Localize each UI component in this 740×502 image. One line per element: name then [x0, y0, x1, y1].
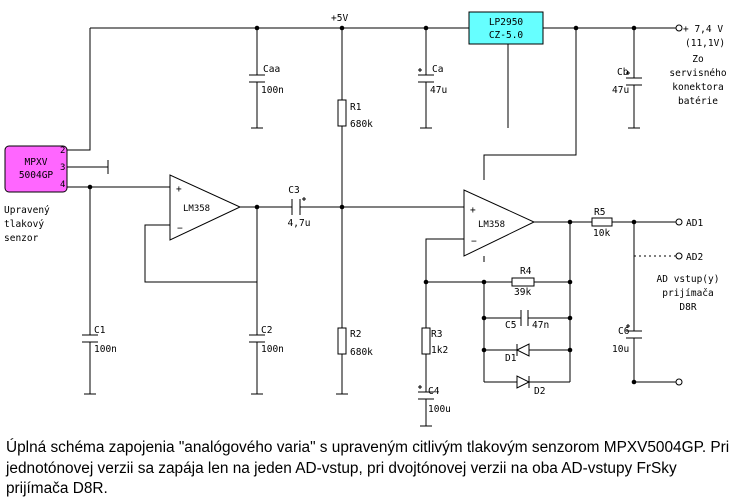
wires	[67, 27, 676, 427]
u2-label: LM358	[478, 220, 505, 230]
caa-value: 100n	[261, 85, 284, 96]
caa-name: Caa	[263, 64, 280, 75]
capacitor-plates	[82, 68, 642, 400]
gnd-terminal	[675, 378, 683, 386]
ad2-terminal	[675, 252, 683, 260]
ad-note-1: AD vstup(y)	[657, 274, 720, 285]
circuit-schematic: LP2950 CZ-5.0 MPXV 5004GP 2 3 4 Upravený…	[4, 11, 727, 427]
c6-value: 10u	[612, 344, 629, 355]
v74-label: + 7,4 V	[683, 24, 723, 35]
d1-name: D1	[505, 353, 517, 364]
c5-value: 47n	[532, 320, 549, 331]
source-note-1: Zo	[692, 54, 704, 65]
cb-name: Cb	[617, 67, 629, 78]
c3-value: 4,7u	[288, 218, 311, 229]
u2-plus-sign: +	[470, 205, 476, 216]
c5-name: C5	[505, 320, 516, 331]
c1-value: 100n	[94, 344, 117, 355]
source-note-2: servisného	[669, 68, 726, 79]
source-note-3: konektora	[672, 82, 723, 93]
r3-value: 1k2	[431, 345, 448, 356]
source-note-4: batérie	[678, 96, 718, 107]
regulator-line2: CZ-5.0	[489, 30, 524, 41]
opamp-u1: + − LM358	[169, 174, 242, 241]
ca-value: 47u	[430, 85, 447, 96]
voltage-regulator: LP2950 CZ-5.0	[468, 11, 544, 45]
c6-name: C6	[618, 326, 630, 337]
d2-name: D2	[534, 386, 545, 397]
sensor-line2: 5004GP	[19, 170, 54, 181]
ad-note-3: D8R	[679, 302, 696, 313]
sensor-desc-2: tlakový	[4, 219, 44, 230]
sensor-pin-3: 3	[60, 163, 65, 173]
component-labels: +5V + 7,4 V (11,1V) Zo servisného konekt…	[94, 13, 727, 415]
r2-name: R2	[350, 329, 361, 340]
c4-value: 100u	[428, 404, 451, 415]
ad1-terminal	[675, 218, 683, 226]
ad-note-2: prijímača	[662, 288, 713, 299]
r2-value: 680k	[350, 347, 373, 358]
c1-name: C1	[94, 325, 106, 336]
supply-terminal	[675, 24, 683, 32]
v11-label: (11,1V)	[685, 38, 725, 49]
sensor-desc-1: Upravený	[4, 205, 50, 216]
r1-name: R1	[350, 102, 362, 113]
r5-name: R5	[594, 207, 605, 218]
u1-minus-sign: −	[177, 223, 183, 234]
ad1-label: AD1	[686, 218, 703, 229]
figure-caption: Úplná schéma zapojenia "analógového vari…	[6, 439, 730, 497]
r1-value: 680k	[350, 119, 373, 130]
u2-minus-sign: −	[471, 236, 477, 247]
c3-name: C3	[288, 185, 299, 196]
c2-value: 100n	[261, 344, 284, 355]
resistor-bodies	[337, 99, 613, 355]
regulator-line1: LP2950	[489, 17, 524, 28]
r4-value: 39k	[514, 287, 531, 298]
sensor-line1: MPXV	[25, 157, 48, 168]
u1-plus-sign: +	[176, 184, 182, 195]
r3-name: R3	[431, 329, 442, 340]
c2-name: C2	[261, 325, 272, 336]
diode-d2	[516, 375, 531, 389]
ca-name: Ca	[432, 64, 443, 75]
v5-label: +5V	[331, 13, 348, 24]
sensor-pin-2: 2	[60, 146, 65, 156]
diode-d1	[515, 343, 530, 357]
r4-name: R4	[520, 266, 532, 277]
r5-value: 10k	[593, 228, 610, 239]
cb-value: 47u	[612, 85, 629, 96]
sensor-desc-3: senzor	[4, 233, 39, 244]
u1-label: LM358	[183, 204, 210, 214]
c4-name: C4	[428, 386, 440, 397]
pressure-sensor: MPXV 5004GP 2 3 4 Upravený tlakový senzo…	[4, 145, 68, 244]
opamp-u2: + − LM358	[463, 189, 536, 257]
sensor-pin-4: 4	[60, 180, 65, 190]
junctions	[87, 25, 637, 385]
ad2-label: AD2	[686, 252, 703, 263]
